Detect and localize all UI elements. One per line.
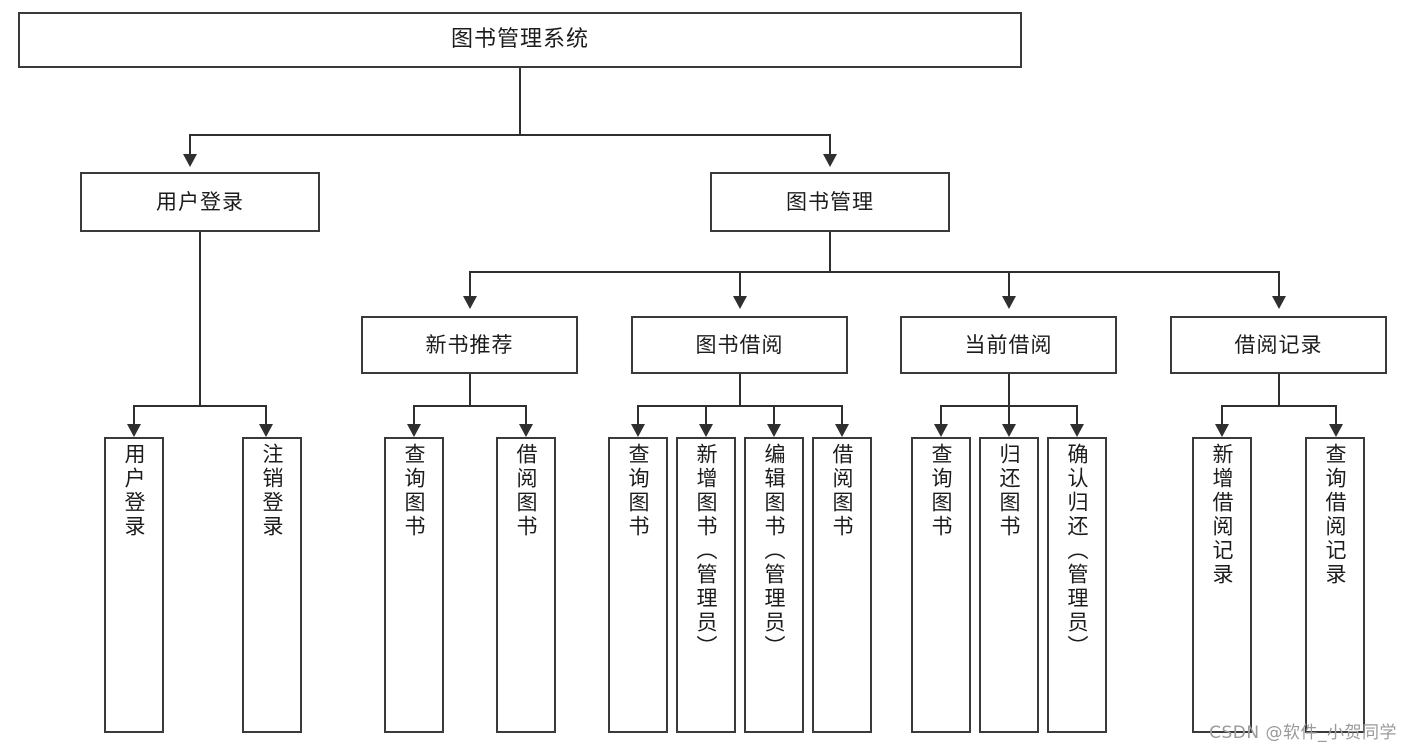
node-label: 用户登录 — [122, 443, 147, 539]
csdn-watermark: CSDN @软件_小贺同学 — [1209, 723, 1397, 743]
connector-user-login-drop-2 — [265, 405, 267, 424]
connector-root-to-user-login — [189, 134, 191, 154]
node-label: 查询图书 — [402, 443, 427, 539]
leaf-br-query-record[interactable]: 查询借阅记录 — [1305, 437, 1365, 733]
node-book-borrow[interactable]: 图书借阅 — [631, 316, 848, 374]
connector-cb-trunk — [1008, 374, 1010, 406]
node-label: 用户登录 — [156, 189, 244, 214]
connector-user-login-bus — [133, 405, 265, 407]
node-label: 新增借阅记录 — [1210, 443, 1235, 587]
leaf-nbr-query-book[interactable]: 查询图书 — [384, 437, 444, 733]
connector-cb-drop-3 — [1076, 405, 1078, 424]
leaf-nbr-borrow-book[interactable]: 借阅图书 — [496, 437, 556, 733]
node-label: 新书推荐 — [425, 332, 514, 357]
arrowhead-bb-leaf-2 — [699, 424, 713, 437]
leaf-logout[interactable]: 注销登录 — [242, 437, 302, 733]
connector-nbr-drop-2 — [525, 405, 527, 424]
connector-bb-drop-4 — [841, 405, 843, 424]
connector-root-trunk — [519, 68, 521, 135]
node-label: 图书管理 — [786, 189, 874, 214]
node-label: 图书管理系统 — [450, 27, 589, 53]
connector-nbr-trunk — [469, 374, 471, 406]
connector-nbr-drop-1 — [413, 405, 415, 424]
connector-bb-drop-2 — [705, 405, 707, 424]
node-label: 当前借阅 — [964, 332, 1053, 357]
leaf-bb-borrow-book[interactable]: 借阅图书 — [812, 437, 872, 733]
arrowhead-user-login — [183, 154, 197, 167]
leaf-bb-edit-book-admin[interactable]: 编辑图书（管理员） — [744, 437, 804, 733]
connector-book-management-bus — [469, 271, 1279, 273]
arrowhead-cb-leaf-2 — [1002, 424, 1016, 437]
leaf-cb-confirm-return-admin[interactable]: 确认归还（管理员） — [1047, 437, 1107, 733]
connector-cb-drop-2 — [1008, 405, 1010, 424]
arrowhead-bb-leaf-4 — [835, 424, 849, 437]
connector-br-drop-1 — [1221, 405, 1223, 424]
node-label: 注销登录 — [260, 443, 285, 539]
leaf-user-login[interactable]: 用户登录 — [104, 437, 164, 733]
leaf-bb-add-book-admin[interactable]: 新增图书（管理员） — [676, 437, 736, 733]
node-user-login[interactable]: 用户登录 — [80, 172, 320, 232]
arrowhead-nbr-leaf-2 — [519, 424, 533, 437]
node-label: 查询图书 — [626, 443, 651, 539]
node-label: 借阅图书 — [830, 443, 855, 539]
connector-user-login-drop-1 — [133, 405, 135, 424]
connector-br-drop-2 — [1335, 405, 1337, 424]
arrowhead-new-book-recommend — [463, 296, 477, 309]
arrowhead-current-borrow — [1002, 296, 1016, 309]
node-root-book-management-system[interactable]: 图书管理系统 — [18, 12, 1022, 68]
node-label: 编辑图书（管理员） — [762, 443, 787, 659]
arrowhead-book-management — [823, 154, 837, 167]
arrowhead-bb-leaf-1 — [631, 424, 645, 437]
leaf-bb-query-book[interactable]: 查询图书 — [608, 437, 668, 733]
node-label: 归还图书 — [997, 443, 1022, 539]
leaf-cb-return-book[interactable]: 归还图书 — [979, 437, 1039, 733]
arrowhead-leaf-logout — [259, 424, 273, 437]
node-book-management[interactable]: 图书管理 — [710, 172, 950, 232]
arrowhead-cb-leaf-3 — [1070, 424, 1084, 437]
leaf-cb-query-book[interactable]: 查询图书 — [911, 437, 971, 733]
connector-book-management-trunk — [829, 232, 831, 272]
connector-bb-bus — [637, 405, 843, 407]
arrowhead-br-leaf-2 — [1329, 424, 1343, 437]
node-borrow-record[interactable]: 借阅记录 — [1170, 316, 1387, 374]
node-current-borrow[interactable]: 当前借阅 — [900, 316, 1117, 374]
connector-root-to-book-management — [829, 134, 831, 154]
arrowhead-cb-leaf-1 — [934, 424, 948, 437]
connector-root-bus — [189, 134, 831, 136]
arrowhead-nbr-leaf-1 — [407, 424, 421, 437]
arrowhead-bb-leaf-3 — [767, 424, 781, 437]
connector-br-bus — [1221, 405, 1335, 407]
node-label: 查询借阅记录 — [1323, 443, 1348, 587]
arrowhead-br-leaf-1 — [1215, 424, 1229, 437]
connector-bm-drop-current — [1008, 271, 1010, 296]
arrowhead-book-borrow — [733, 296, 747, 309]
node-new-book-recommend[interactable]: 新书推荐 — [361, 316, 578, 374]
connector-bb-trunk — [739, 374, 741, 406]
node-label: 查询图书 — [929, 443, 954, 539]
connector-bm-drop-record — [1278, 271, 1280, 296]
leaf-br-add-record[interactable]: 新增借阅记录 — [1192, 437, 1252, 733]
connector-br-trunk — [1278, 374, 1280, 406]
node-label: 图书借阅 — [695, 332, 784, 357]
node-label: 新增图书（管理员） — [694, 443, 719, 659]
connector-cb-drop-1 — [940, 405, 942, 424]
connector-bm-drop-new-book — [469, 271, 471, 296]
connector-user-login-trunk — [199, 232, 201, 406]
node-label: 借阅记录 — [1234, 332, 1323, 357]
connector-bb-drop-1 — [637, 405, 639, 424]
connector-nbr-bus — [413, 405, 525, 407]
node-label: 借阅图书 — [514, 443, 539, 539]
arrowhead-leaf-user-login — [127, 424, 141, 437]
arrowhead-borrow-record — [1272, 296, 1286, 309]
connector-bb-drop-3 — [773, 405, 775, 424]
node-label: 确认归还（管理员） — [1065, 443, 1090, 659]
connector-bm-drop-borrow — [739, 271, 741, 296]
